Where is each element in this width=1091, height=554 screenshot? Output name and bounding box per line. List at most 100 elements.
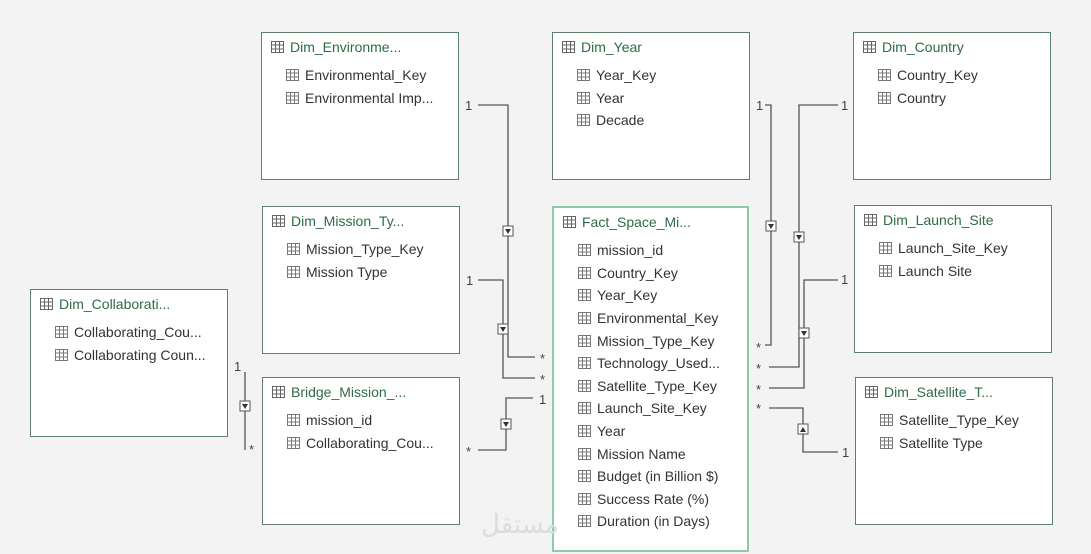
field-icon	[577, 92, 590, 104]
table-card-dim-collaborating[interactable]: Dim_Collaborati... Collaborating_Cou... …	[30, 289, 228, 437]
table-card-dim-launch-site[interactable]: Dim_Launch_Site Launch_Site_Key Launch S…	[854, 205, 1052, 353]
field-label: Success Rate (%)	[597, 491, 710, 507]
field-icon	[577, 69, 590, 81]
field-item[interactable]: Country_Key	[578, 265, 678, 281]
table-title-text: Fact_Space_Mi...	[582, 214, 691, 230]
table-icon	[863, 41, 876, 53]
field-icon	[878, 69, 891, 81]
field-icon	[287, 437, 300, 449]
table-title[interactable]: Dim_Country	[863, 39, 964, 55]
field-item[interactable]: Environmental Imp...	[286, 90, 433, 106]
field-label: Launch_Site_Key	[898, 240, 1008, 256]
cardinality-many: *	[540, 372, 546, 387]
cardinality-one: 1	[234, 359, 242, 374]
table-icon	[272, 215, 285, 227]
field-item[interactable]: Launch Site	[879, 263, 972, 279]
field-icon	[578, 380, 591, 392]
field-item[interactable]: Country	[878, 90, 946, 106]
field-icon	[578, 244, 591, 256]
table-icon	[40, 298, 53, 310]
field-icon	[578, 425, 591, 437]
cardinality-many: *	[756, 382, 762, 397]
table-title[interactable]: Dim_Mission_Ty...	[272, 213, 404, 229]
table-title[interactable]: Dim_Satellite_T...	[865, 384, 993, 400]
table-card-dim-mission-type[interactable]: Dim_Mission_Ty... Mission_Type_Key Missi…	[262, 206, 460, 354]
field-item[interactable]: Launch_Site_Key	[578, 400, 707, 416]
table-icon	[563, 216, 576, 228]
field-icon	[286, 92, 299, 104]
cardinality-one: 1	[842, 445, 850, 460]
field-item[interactable]: Year	[578, 423, 625, 439]
field-item[interactable]: Success Rate (%)	[578, 491, 709, 507]
field-label: Year	[596, 90, 625, 106]
table-title[interactable]: Fact_Space_Mi...	[563, 214, 691, 230]
table-icon	[562, 41, 575, 53]
field-item[interactable]: Mission_Type_Key	[578, 333, 715, 349]
table-title[interactable]: Dim_Collaborati...	[40, 296, 170, 312]
field-label: Duration (in Days)	[597, 513, 710, 529]
field-icon	[287, 243, 300, 255]
field-icon	[578, 493, 591, 505]
table-card-fact-space-missions[interactable]: Fact_Space_Mi... mission_id Country_Key …	[552, 206, 749, 552]
field-item[interactable]: Year_Key	[577, 67, 656, 83]
field-label: Mission Name	[597, 446, 686, 462]
field-item[interactable]: Environmental_Key	[286, 67, 426, 83]
field-item[interactable]: Country_Key	[878, 67, 978, 83]
table-title-text: Dim_Satellite_T...	[884, 384, 993, 400]
table-title[interactable]: Bridge_Mission_...	[272, 384, 406, 400]
field-item[interactable]: mission_id	[578, 242, 663, 258]
cardinality-many: *	[756, 361, 762, 376]
table-card-bridge-mission[interactable]: Bridge_Mission_... mission_id Collaborat…	[262, 377, 460, 525]
field-icon	[578, 448, 591, 460]
field-icon	[577, 114, 590, 126]
field-item[interactable]: Satellite Type	[880, 435, 983, 451]
table-title[interactable]: Dim_Year	[562, 39, 642, 55]
field-label: Decade	[596, 112, 645, 128]
field-icon	[578, 357, 591, 369]
table-title-text: Dim_Launch_Site	[883, 212, 994, 228]
field-label: Year_Key	[597, 287, 658, 303]
field-item[interactable]: Technology_Used...	[578, 355, 720, 371]
table-icon	[272, 386, 285, 398]
field-icon	[578, 470, 591, 482]
table-card-dim-satellite-type[interactable]: Dim_Satellite_T... Satellite_Type_Key Sa…	[855, 377, 1053, 525]
field-label: Launch_Site_Key	[597, 400, 707, 416]
field-item[interactable]: Mission Name	[578, 446, 686, 462]
field-icon	[55, 349, 68, 361]
field-item[interactable]: Collaborating Coun...	[55, 347, 206, 363]
table-title[interactable]: Dim_Environme...	[271, 39, 401, 55]
cardinality-many: *	[466, 444, 472, 459]
table-title-text: Dim_Country	[882, 39, 964, 55]
field-item[interactable]: Year_Key	[578, 287, 657, 303]
cardinality-one: 1	[756, 98, 764, 113]
table-card-dim-country[interactable]: Dim_Country Country_Key Country	[853, 32, 1051, 180]
field-item[interactable]: Satellite_Type_Key	[578, 378, 717, 394]
field-item[interactable]: mission_id	[287, 412, 372, 428]
field-icon	[578, 402, 591, 414]
field-item[interactable]: Mission_Type_Key	[287, 241, 424, 257]
field-item[interactable]: Satellite_Type_Key	[880, 412, 1019, 428]
field-label: Satellite_Type_Key	[899, 412, 1019, 428]
field-icon	[578, 267, 591, 279]
field-item[interactable]: Year	[577, 90, 624, 106]
cardinality-many: *	[756, 401, 762, 416]
field-item[interactable]: Launch_Site_Key	[879, 240, 1008, 256]
field-icon	[878, 92, 891, 104]
table-card-dim-year[interactable]: Dim_Year Year_Key Year Decade	[552, 32, 750, 180]
field-label: Satellite Type	[899, 435, 983, 451]
field-item[interactable]: Collaborating_Cou...	[287, 435, 434, 451]
field-item[interactable]: Collaborating_Cou...	[55, 324, 202, 340]
cardinality-many: *	[540, 351, 546, 366]
field-label: Country_Key	[897, 67, 978, 83]
field-label: mission_id	[597, 242, 664, 258]
field-item[interactable]: Budget (in Billion $)	[578, 468, 718, 484]
table-card-dim-environment[interactable]: Dim_Environme... Environmental_Key Envir…	[261, 32, 459, 180]
field-item[interactable]: Environmental_Key	[578, 310, 718, 326]
field-item[interactable]: Duration (in Days)	[578, 513, 710, 529]
cardinality-one: 1	[466, 273, 474, 288]
field-item[interactable]: Decade	[577, 112, 644, 128]
field-icon	[880, 414, 893, 426]
table-title[interactable]: Dim_Launch_Site	[864, 212, 994, 228]
field-item[interactable]: Mission Type	[287, 264, 387, 280]
field-label: Mission Type	[306, 264, 388, 280]
